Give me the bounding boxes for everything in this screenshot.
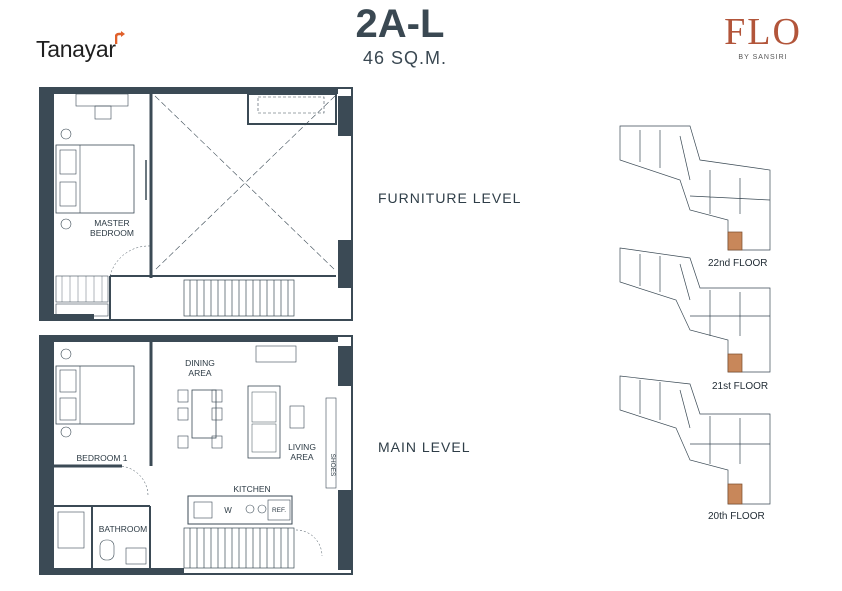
flo-logo: FLO BY SANSIRI bbox=[718, 12, 808, 61]
main-level-plan bbox=[39, 335, 353, 575]
key-plan-caption: 22nd FLOOR bbox=[708, 258, 768, 269]
furniture-level-label: FURNITURE LEVEL bbox=[378, 190, 522, 206]
main-level-label: MAIN LEVEL bbox=[378, 439, 471, 455]
room-label-line1: LIVING bbox=[288, 442, 316, 452]
room-label-line2: AREA bbox=[290, 452, 314, 462]
room-master-bedroom: MASTER BEDROOM bbox=[80, 218, 144, 238]
room-label-line1: DINING bbox=[185, 358, 215, 368]
room-label-line1: MASTER bbox=[94, 218, 130, 228]
room-label-line2: AREA bbox=[188, 368, 212, 378]
key-plan-caption: 20th FLOOR bbox=[708, 511, 765, 522]
key-plan-20 bbox=[619, 375, 771, 505]
key-plan-caption: 21st FLOOR bbox=[712, 381, 769, 392]
logo-sub: BY SANSIRI bbox=[738, 54, 788, 61]
logo-main: FLO bbox=[724, 11, 802, 53]
room-dining-area: DINING AREA bbox=[170, 358, 230, 378]
room-kitchen: KITCHEN bbox=[233, 484, 271, 494]
refrigerator-label: REF. bbox=[271, 507, 287, 514]
room-label-line2: BEDROOM bbox=[90, 228, 134, 238]
room-bedroom-1: BEDROOM 1 bbox=[76, 453, 128, 463]
brand-name: Tanayar bbox=[36, 36, 116, 62]
unit-area: 46 SQ.M. bbox=[362, 48, 448, 68]
unit-code-title: 2A-L bbox=[355, 2, 445, 46]
key-plan-22 bbox=[619, 125, 771, 251]
upper-level-plan bbox=[39, 87, 353, 321]
tanayar-logo: Tanayar bbox=[36, 31, 126, 63]
shoes-cabinet-label: SHOES bbox=[329, 453, 336, 477]
washer-label: W bbox=[224, 506, 232, 515]
key-plan-21 bbox=[619, 247, 771, 373]
arrow-icon bbox=[114, 31, 126, 57]
room-living-area: LIVING AREA bbox=[280, 442, 324, 462]
room-bathroom: BATHROOM bbox=[98, 524, 148, 534]
